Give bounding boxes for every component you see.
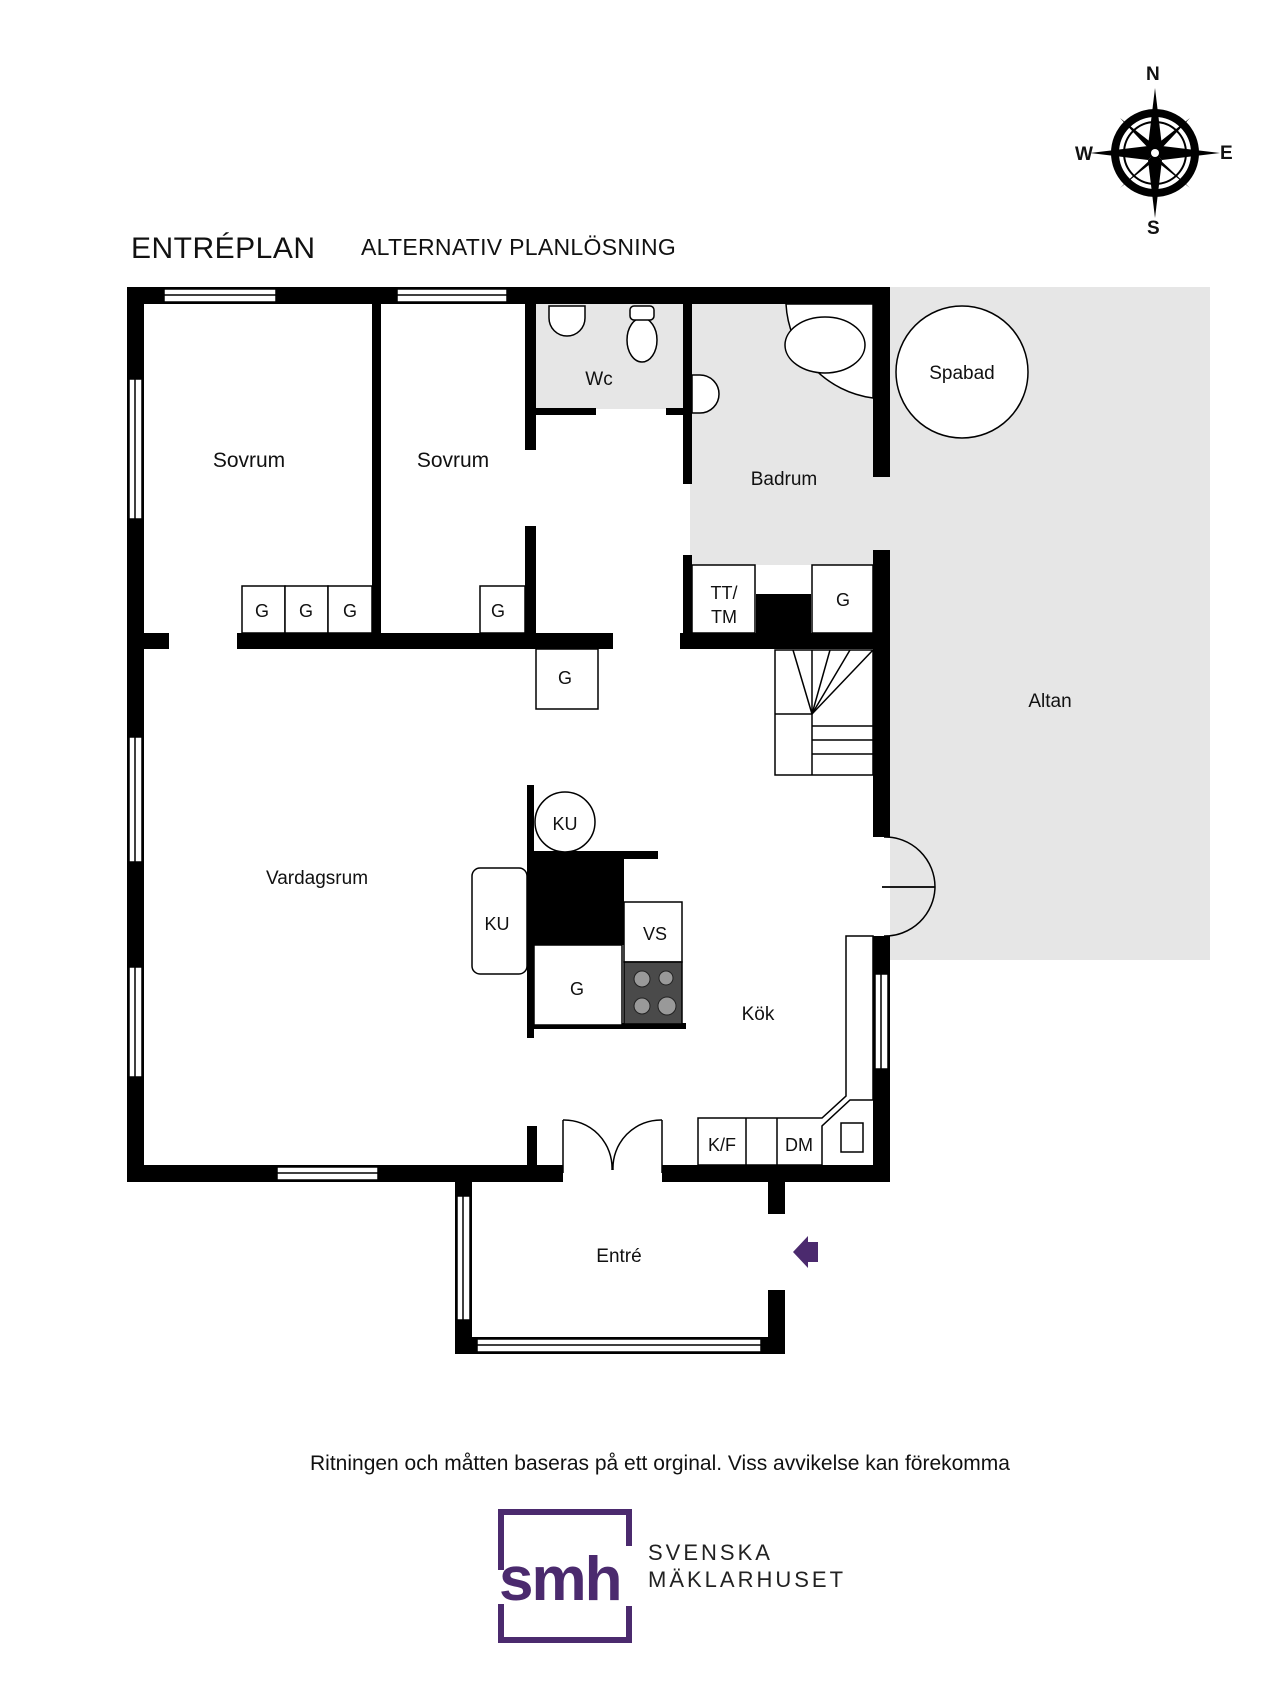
compass-west-label: W bbox=[1075, 144, 1093, 165]
wardrobe-label: G bbox=[570, 979, 584, 999]
entrance-arrow-icon bbox=[793, 1236, 818, 1268]
disclaimer-text: Ritningen och måtten baseras på ett orgi… bbox=[310, 1452, 1010, 1475]
vs-label: VS bbox=[643, 924, 667, 944]
brand-line-1: SVENSKA bbox=[648, 1540, 773, 1565]
interior-walls bbox=[127, 304, 890, 1168]
tt-tm-label-line2: TM bbox=[711, 607, 737, 627]
kf-label: K/F bbox=[708, 1135, 736, 1155]
room-label-badrum: Badrum bbox=[751, 469, 818, 490]
sanitary-fixtures bbox=[548, 303, 1029, 439]
compass-south-label: S bbox=[1147, 218, 1160, 239]
compass-north-label: N bbox=[1146, 64, 1160, 85]
brand-name: SVENSKA MÄKLARHUSET bbox=[648, 1539, 846, 1593]
kitchen-fixtures bbox=[471, 791, 874, 1166]
wardrobe-label: G bbox=[299, 601, 313, 621]
room-label-vardagsrum: Vardagsrum bbox=[266, 868, 368, 889]
wardrobe-label: G bbox=[255, 601, 269, 621]
compass-rose: N S E W bbox=[1065, 60, 1245, 246]
room-label-sovrum-2: Sovrum bbox=[417, 449, 489, 472]
room-label-sovrum-1: Sovrum bbox=[213, 449, 285, 472]
smh-logo: smh bbox=[498, 1509, 632, 1643]
room-label-altan: Altan bbox=[1028, 691, 1071, 712]
ku-label: KU bbox=[484, 914, 509, 934]
wardrobe-label: G bbox=[558, 668, 572, 688]
ku-label: KU bbox=[552, 814, 577, 834]
doors bbox=[562, 836, 936, 1173]
staircase bbox=[774, 649, 874, 776]
compass-east-label: E bbox=[1220, 143, 1233, 164]
brand-line-2: MÄKLARHUSET bbox=[648, 1567, 847, 1592]
floor-title: ENTRÉPLAN bbox=[131, 232, 316, 265]
wardrobe-label: G bbox=[343, 601, 357, 621]
dm-label: DM bbox=[785, 1135, 813, 1155]
room-label-entre: Entré bbox=[596, 1246, 641, 1267]
layout-variant-title: ALTERNATIV PLANLÖSNING bbox=[361, 234, 677, 260]
logo-mark: smh bbox=[499, 1545, 620, 1614]
room-label-kok: Kök bbox=[742, 1004, 775, 1025]
wardrobe-label: G bbox=[491, 601, 505, 621]
room-label-spabad: Spabad bbox=[929, 363, 995, 384]
compass-icon bbox=[1090, 88, 1220, 218]
windows bbox=[128, 288, 889, 1353]
wardrobes bbox=[241, 564, 874, 1026]
wardrobe-label: G bbox=[836, 590, 850, 610]
tt-tm-label-line1: TT/ bbox=[711, 583, 738, 603]
room-label-wc: Wc bbox=[585, 369, 612, 390]
